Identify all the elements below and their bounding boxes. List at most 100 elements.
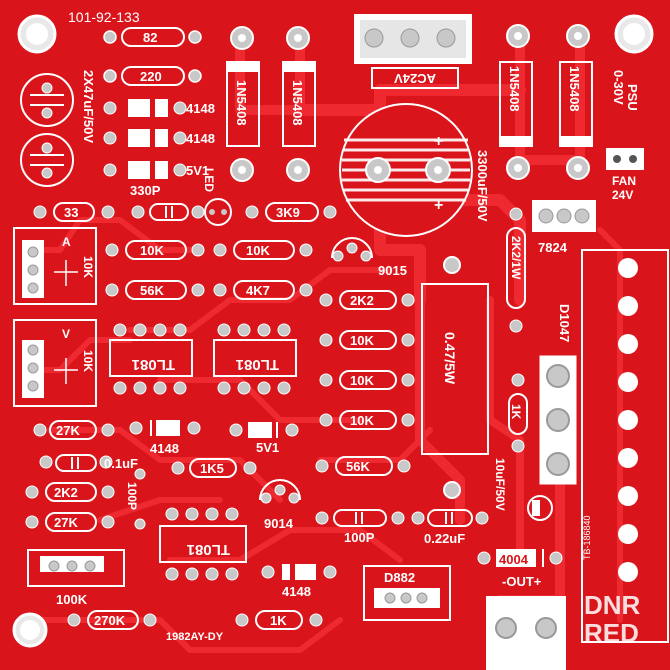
pot-a-label: A — [62, 235, 71, 249]
ac24v-terminal: AC24V — [354, 14, 472, 89]
resistor-3k9: 3K9 — [245, 202, 337, 222]
resistor-10k-e: 10K — [319, 410, 415, 430]
zener-5v1-a: 5V1 — [103, 161, 209, 179]
zener-5v1-a-value: 5V1 — [186, 163, 209, 178]
mounting-hole — [614, 14, 654, 54]
diode-4148-c: 4148 — [129, 420, 201, 456]
resistor-33: 33 — [33, 202, 115, 222]
resistor-220: 220 — [103, 66, 202, 86]
resistor-82-value: 82 — [143, 30, 157, 45]
diode-1n5408-b-value: 1N5408 — [290, 80, 305, 126]
resistor-10k-c: 10K — [319, 330, 415, 350]
cap-plus-a: + — [434, 133, 443, 150]
resistor-270k: 270K — [67, 610, 157, 630]
ic-b-value: TL081 — [236, 356, 279, 373]
resistor-27k-b: 27K — [25, 512, 115, 532]
r1k-b-value: 1K — [509, 404, 523, 420]
r2k2-b-value: 2K2 — [54, 485, 78, 500]
r10k-c-value: 10K — [350, 333, 374, 348]
z5v1-b-value: 5V1 — [256, 440, 279, 455]
c100p-a-label: 100P — [125, 482, 139, 510]
r-shunt-value: 0.47/5W — [442, 332, 458, 385]
output-label: -OUT+ — [502, 574, 542, 589]
fan-label: FAN — [612, 174, 636, 188]
diode-1n5408-a: 1N5408 — [226, 26, 260, 182]
cap-3300-label: 3300uF/50V — [475, 150, 490, 222]
transistor-d882: D882 — [363, 565, 451, 621]
diode-1n5408-c-value: 1N5408 — [507, 66, 522, 112]
diode-4004: 4004 — [477, 549, 563, 567]
capacitor-10uf — [527, 495, 553, 521]
resistor-1k-a: 1K — [235, 610, 323, 630]
watermark: DNR RED — [584, 590, 641, 648]
resistor-82: 82 — [103, 27, 202, 47]
r33-value: 33 — [64, 205, 78, 220]
resistor-56k-a: 56K — [105, 280, 205, 300]
transistor-9014: 9014 — [259, 479, 301, 531]
ac24v-label: AC24V — [394, 71, 436, 86]
resistor-2k2-b: 2K2 — [25, 482, 115, 502]
psu-label: 0-30V — [611, 70, 626, 105]
capacitor-3300uf: + + 3300uF/50V — [339, 103, 490, 237]
side-code-label: TB-186840 — [582, 515, 592, 560]
d4148-c-value: 4148 — [150, 441, 179, 456]
pot-v-value: 10K — [81, 350, 95, 372]
output-terminal-strip: TB-186840 — [581, 249, 669, 643]
output-terminal — [486, 596, 566, 670]
capacitor-0-22uf: 0.22uF — [411, 509, 489, 546]
resistor-shunt-0-47: 0.47/5W — [421, 256, 489, 499]
r2k2-a-value: 2K2 — [350, 293, 374, 308]
resistor-1k-b: 1K — [508, 373, 528, 453]
r10k-d-value: 10K — [350, 373, 374, 388]
watermark-line-2: RED — [584, 618, 639, 648]
cap-dual-label: 2X47uF/50V — [81, 70, 96, 143]
capacitor-0-1uf: 0.1uF — [39, 454, 138, 472]
diode-4148-d: 4148 — [261, 564, 337, 599]
diode-4148-a-value: 4148 — [186, 101, 215, 116]
trimmer-100k: 100K — [27, 549, 125, 607]
resistor-27k-a: 27K — [33, 420, 115, 440]
d4004-value: 4004 — [499, 552, 529, 567]
resistor-4k7: 4K7 — [213, 280, 313, 300]
resistor-56k-b: 56K — [315, 456, 411, 476]
c100p-b-value: 100P — [344, 530, 375, 545]
mounting-hole — [12, 612, 48, 648]
diode-1n5408-d-value: 1N5408 — [567, 66, 582, 112]
ic-a-value: TL081 — [132, 356, 175, 373]
diode-1n5408-b: 1N5408 — [282, 26, 316, 182]
psu-sub-label: PSU — [625, 84, 640, 111]
r10k-e-value: 10K — [350, 413, 374, 428]
d4148-d-value: 4148 — [282, 584, 311, 599]
r27k-a-value: 27K — [56, 423, 80, 438]
cap-10uf-label: 10uF/50V — [493, 458, 507, 511]
ic-tl081-b: TL081 — [213, 323, 297, 395]
resistor-10k-a: 10K — [105, 240, 205, 260]
watermark-line-1: DNR — [584, 590, 641, 620]
mounting-hole — [17, 14, 57, 54]
capacitor-100p-b: 100P — [315, 509, 405, 545]
capacitor-100p-a — [134, 468, 146, 530]
resistor-10k-d: 10K — [319, 370, 415, 390]
resistor-2k2-1w: 2K2/1W — [506, 207, 526, 333]
trim-100k-label: 100K — [56, 592, 88, 607]
r27k-b-value: 27K — [54, 515, 78, 530]
r56k-b-value: 56K — [346, 459, 370, 474]
pot-a-value: 10K — [81, 256, 95, 278]
pot-a: A 10K — [13, 227, 97, 305]
r10k-b-value: 10K — [246, 243, 270, 258]
led: LED — [202, 168, 232, 226]
d1047-label: D1047 — [557, 304, 572, 342]
ic-tl081-a: TL081 — [109, 323, 193, 395]
r3k9-value: 3K9 — [276, 205, 300, 220]
diode-4148-b-value: 4148 — [186, 131, 215, 146]
transistor-d1047: D1047 — [539, 304, 577, 485]
capacitor-dual-47uf: 2X47uF/50V — [20, 70, 96, 187]
pot-v: V 10K — [13, 319, 97, 407]
diode-1n5408-d: 1N5408 — [559, 24, 593, 180]
r-2k2-1w-value: 2K2/1W — [509, 236, 523, 280]
fan-connector: FAN 24V — [606, 148, 644, 202]
r1k-a-value: 1K — [270, 613, 287, 628]
q9014-value: 9014 — [264, 516, 294, 531]
ic-c-value: TL081 — [187, 541, 230, 558]
